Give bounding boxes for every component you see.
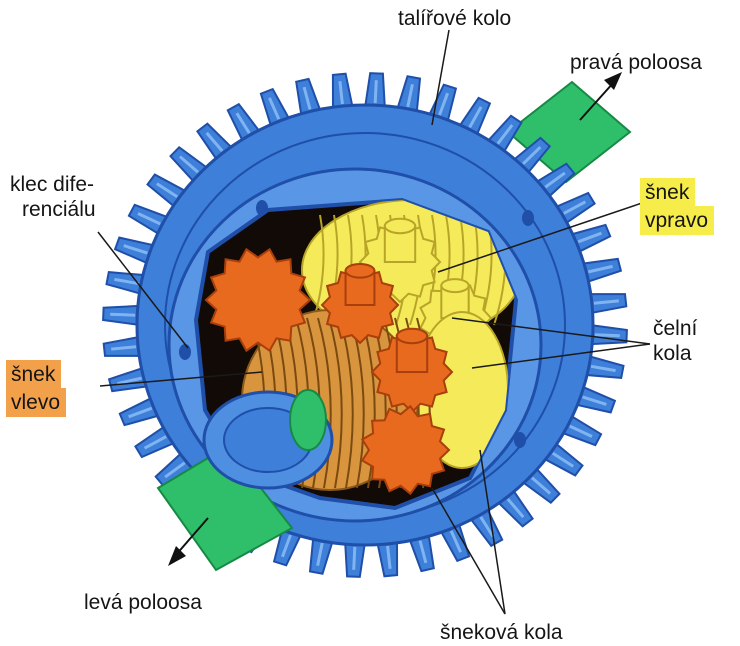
label-worm-right: šnek vpravo <box>640 178 714 235</box>
label-diff-case: klec dife- renciálu <box>10 172 96 222</box>
ring-gear-tooth-highlight <box>375 80 376 103</box>
label-worm-right-line2: vpravo <box>640 206 714 235</box>
label-spur-gears: čelní kola <box>653 316 697 366</box>
label-worm-right-line1: šnek <box>640 178 695 207</box>
label-diff-case-line2: renciálu <box>10 197 96 222</box>
label-worm-left-line2: vlevo <box>6 388 66 417</box>
ring-gear-tooth-highlight <box>354 547 355 570</box>
label-worm-left-line1: šnek <box>6 360 61 389</box>
gear-shaft <box>385 219 415 262</box>
gear-shaft <box>346 264 375 305</box>
label-spur-gears-line2: kola <box>653 341 697 366</box>
label-worm-left: šnek vlevo <box>6 360 66 417</box>
gear-shaft <box>397 329 427 372</box>
label-right-axle: pravá poloosa <box>570 50 702 75</box>
ring-gear-tooth-highlight <box>110 314 135 315</box>
ring-gear-tooth-highlight <box>595 335 620 336</box>
label-diff-case-line1: klec dife- <box>10 172 96 197</box>
label-worm-wheels: šneková kola <box>440 620 563 645</box>
label-ring-gear: talířové kolo <box>398 6 511 31</box>
label-left-axle: levá poloosa <box>84 590 202 615</box>
label-spur-gears-line1: čelní <box>653 316 697 341</box>
